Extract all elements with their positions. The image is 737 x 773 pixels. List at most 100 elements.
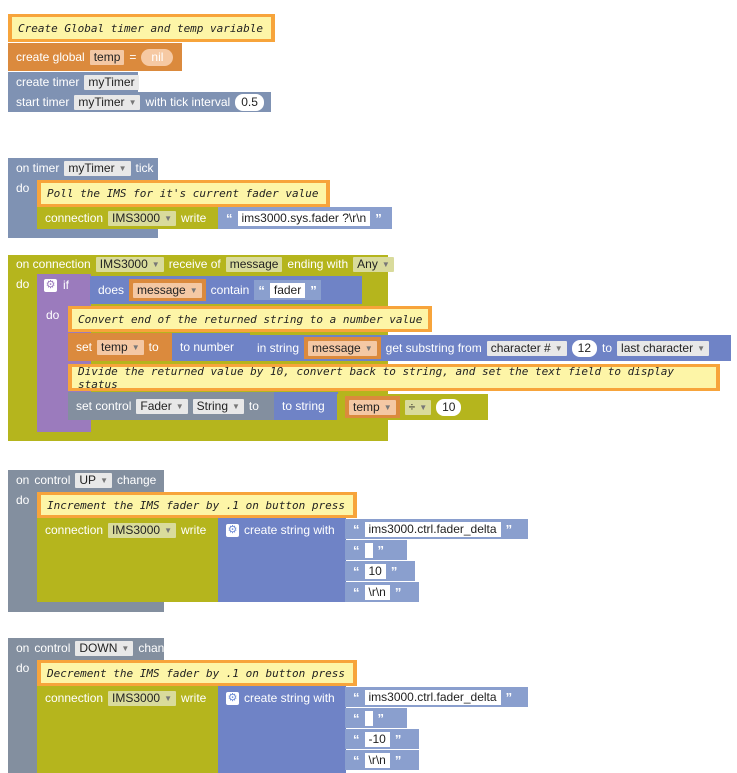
- comment-convert[interactable]: Convert end of the returned string to a …: [68, 306, 432, 332]
- close-quote-icon: ”: [394, 752, 402, 768]
- close-quote-icon: ”: [505, 689, 513, 705]
- comment-increment[interactable]: Increment the IMS fader by .1 on button …: [37, 492, 357, 518]
- string-item-4[interactable]: “ \r\n ”: [345, 750, 419, 770]
- to-label: to: [148, 340, 159, 354]
- tick-interval-value[interactable]: 0.5: [235, 93, 264, 111]
- last-character-dropdown[interactable]: last character▼: [617, 340, 709, 356]
- divide-block[interactable]: temp▼ ÷▼ 10: [337, 394, 488, 420]
- character-dropdown[interactable]: character #▼: [486, 340, 567, 356]
- timer-name-field[interactable]: myTimer: [84, 74, 139, 90]
- string-item-2[interactable]: “ ”: [345, 540, 407, 560]
- character-dropdown-value: character #: [490, 340, 551, 355]
- connection-label: connection: [45, 523, 104, 537]
- comment-divide[interactable]: Divide the returned value by 10, convert…: [68, 364, 720, 391]
- string-value[interactable]: ims3000.ctrl.fader_delta: [364, 689, 501, 705]
- set-control-block[interactable]: set control Fader▼ String▼ to: [68, 392, 275, 420]
- string-value[interactable]: ims3000.ctrl.fader_delta: [364, 521, 501, 537]
- gear-icon[interactable]: ⚙: [226, 691, 239, 705]
- control-dropdown[interactable]: Fader▼: [136, 398, 188, 414]
- property-dropdown[interactable]: String▼: [192, 398, 244, 414]
- nil-value[interactable]: nil: [141, 48, 174, 66]
- char-number-value[interactable]: 12: [571, 339, 598, 357]
- open-quote-icon: “: [353, 710, 360, 726]
- message-getter[interactable]: message▼: [304, 337, 381, 359]
- string-item-1[interactable]: “ ims3000.ctrl.fader_delta ”: [345, 519, 528, 539]
- string-value[interactable]: \r\n: [364, 752, 390, 768]
- global-var-name[interactable]: temp: [89, 49, 125, 65]
- set-control-label: set control: [76, 399, 132, 413]
- substring-block[interactable]: in string message▼ get substring from ch…: [249, 335, 731, 361]
- divisor-value[interactable]: 10: [436, 398, 462, 416]
- create-timer-block[interactable]: create timer myTimer: [8, 72, 139, 92]
- message-getter[interactable]: message▼: [129, 279, 206, 301]
- string-item-4[interactable]: “ \r\n ”: [345, 582, 419, 602]
- connection-dropdown[interactable]: IMS3000▼: [95, 256, 164, 272]
- temp-dropdown[interactable]: temp▼: [97, 339, 144, 355]
- comment-decrement[interactable]: Decrement the IMS fader by .1 on button …: [37, 660, 357, 686]
- if-do-label: do: [46, 308, 60, 322]
- comment-poll-fader[interactable]: Poll the IMS for it's current fader valu…: [37, 180, 330, 207]
- control-dropdown[interactable]: UP▼: [75, 472, 112, 488]
- string-item-3[interactable]: “ 10 ”: [345, 561, 415, 581]
- close-quote-icon: ”: [394, 584, 402, 600]
- message-param[interactable]: message: [225, 256, 283, 272]
- create-global-block[interactable]: create global temp = nil: [8, 43, 182, 71]
- start-timer-block[interactable]: start timer myTimer▼ with tick interval …: [8, 92, 271, 112]
- create-string-block[interactable]: [218, 686, 346, 773]
- control-dropdown[interactable]: DOWN▼: [75, 640, 134, 656]
- text-value[interactable]: ims3000.sys.fader ?\r\n: [237, 210, 371, 226]
- control-label: control: [34, 641, 71, 655]
- set-label: set: [76, 340, 93, 354]
- string-value[interactable]: \r\n: [364, 584, 390, 600]
- string-item-2[interactable]: “ ”: [345, 708, 407, 728]
- connection-dropdown[interactable]: IMS3000▼: [108, 210, 176, 226]
- start-timer-label: start timer: [16, 95, 70, 109]
- connection-write-block[interactable]: connection IMS3000▼ write: [37, 207, 219, 229]
- fader-text[interactable]: fader: [269, 282, 306, 298]
- close-quote-icon: ”: [390, 563, 398, 579]
- temp-dropdown[interactable]: temp▼: [349, 399, 396, 415]
- create-string-block[interactable]: [218, 518, 346, 602]
- gear-icon[interactable]: ⚙: [226, 523, 239, 537]
- connection-dropdown-value: IMS3000: [112, 522, 161, 537]
- string-item-3[interactable]: “ -10 ”: [345, 729, 419, 749]
- create-string-label: create string with: [244, 523, 335, 537]
- string-value[interactable]: 10: [364, 563, 386, 579]
- set-temp-block[interactable]: set temp▼ to: [68, 333, 173, 361]
- change-label: change: [138, 641, 178, 655]
- message-dropdown-value: message: [312, 340, 361, 355]
- string-value[interactable]: -10: [364, 731, 390, 747]
- timer-dropdown[interactable]: myTimer▼: [64, 160, 131, 176]
- to-number-block[interactable]: to number: [172, 333, 250, 361]
- message-dropdown[interactable]: message▼: [133, 282, 202, 298]
- timer-dropdown[interactable]: myTimer▼: [74, 94, 141, 110]
- chevron-down-icon: ▼: [128, 97, 137, 107]
- string-value[interactable]: [364, 542, 373, 558]
- gear-icon[interactable]: ⚙: [44, 278, 57, 292]
- ending-dropdown[interactable]: Any▼: [353, 256, 394, 272]
- connection-dropdown[interactable]: IMS3000▼: [108, 690, 176, 706]
- string-value[interactable]: [364, 710, 373, 726]
- control-dropdown-value: DOWN: [79, 640, 118, 655]
- chevron-down-icon: ▼: [554, 343, 563, 353]
- chevron-down-icon: ▼: [164, 213, 172, 223]
- create-timer-label: create timer: [16, 75, 80, 89]
- string-item-1[interactable]: “ ims3000.ctrl.fader_delta ”: [345, 687, 528, 707]
- connection-label: connection: [45, 211, 104, 225]
- connection-dropdown-value: IMS3000: [112, 210, 161, 225]
- connection-dropdown[interactable]: IMS3000▼: [108, 522, 176, 538]
- to-string-block[interactable]: to string: [274, 392, 338, 420]
- fader-text-block[interactable]: “ fader ”: [254, 280, 321, 300]
- message-dropdown[interactable]: message▼: [308, 340, 377, 356]
- operator-dropdown[interactable]: ÷▼: [404, 399, 432, 415]
- comment-text: Create Global timer and temp variable: [12, 17, 271, 39]
- ending-dropdown-value: Any: [357, 256, 378, 271]
- comment-global-timer[interactable]: Create Global timer and temp variable: [8, 14, 275, 42]
- temp-getter[interactable]: temp▼: [345, 396, 400, 418]
- close-quote-icon: ”: [394, 731, 402, 747]
- tick-label: tick: [135, 161, 154, 175]
- text-string-block[interactable]: “ ims3000.sys.fader ?\r\n ”: [218, 207, 392, 229]
- control-dropdown-value: UP: [79, 472, 97, 487]
- comment-text: Poll the IMS for it's current fader valu…: [41, 183, 326, 204]
- contains-block[interactable]: does message▼ contain “ fader ”: [90, 276, 362, 304]
